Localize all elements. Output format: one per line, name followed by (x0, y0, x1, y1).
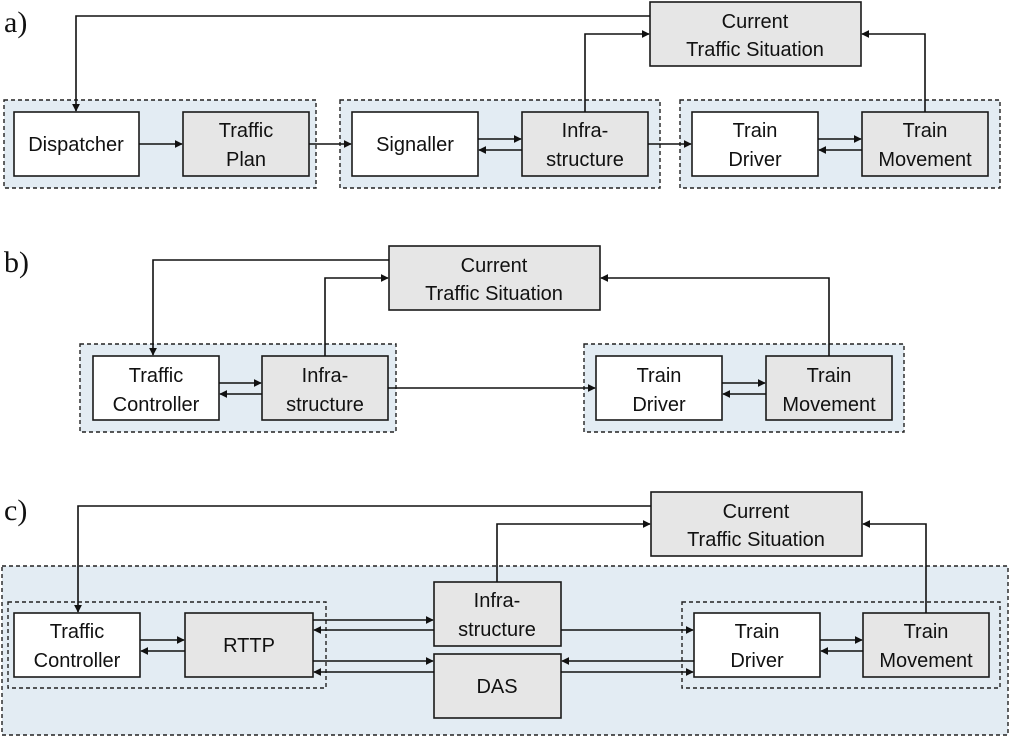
b-edge-movement-to-traffic (600, 274, 830, 356)
c-traffic-controller-line1: Traffic (50, 621, 104, 643)
c-infrastructure-box (433, 581, 562, 647)
a-traffic-plan-line2: Plan (226, 149, 266, 171)
b-infrastructure-box (261, 355, 389, 421)
b-train-movement-box (765, 355, 893, 421)
panel-b: b) Current Traffic Situation Traffic Con… (4, 245, 905, 433)
b-train-movement-line2: Movement (782, 394, 876, 416)
b-infrastructure-line1: Infra- (302, 365, 349, 387)
c-traffic-controller-box (13, 612, 141, 678)
b-train-driver-line2: Driver (632, 394, 686, 416)
a-train-movement-line2: Movement (878, 149, 972, 171)
a-infrastructure-box (521, 111, 649, 177)
c-edge-movement-to-traffic (862, 520, 927, 613)
a-traffic-plan-line1: Traffic (219, 120, 273, 142)
c-edge-traffic-to-controller (74, 505, 651, 613)
a-signaller-box (351, 111, 479, 177)
a-dispatcher-box (13, 111, 140, 177)
c-infrastructure-line1: Infra- (474, 590, 521, 612)
c-train-driver-box (693, 612, 821, 678)
a-edge-traffic-to-dispatcher (72, 15, 650, 112)
c-train-driver-line1: Train (735, 621, 780, 643)
panel-b-label: b) (4, 246, 29, 279)
b-traffic-controller-line1: Traffic (129, 365, 183, 387)
a-infrastructure-line1: Infra- (562, 120, 609, 142)
b-train-driver-line1: Train (637, 365, 682, 387)
b-train-driver-box (595, 355, 723, 421)
c-rttp-box (184, 612, 314, 678)
c-current-traffic-line2: Traffic Situation (687, 529, 825, 551)
c-train-movement-line1: Train (904, 621, 949, 643)
a-traffic-plan-box (182, 111, 310, 177)
c-rttp-label: RTTP (223, 635, 275, 657)
a-dispatcher-label: Dispatcher (28, 134, 124, 156)
c-train-movement-line2: Movement (879, 650, 973, 672)
a-edge-movement-to-traffic (861, 30, 926, 112)
a-current-traffic-line1: Current (722, 11, 789, 33)
a-train-driver-line1: Train (733, 120, 778, 142)
c-das-label: DAS (476, 676, 517, 698)
a-train-movement-line1: Train (903, 120, 948, 142)
a-current-traffic-line2: Traffic Situation (686, 39, 824, 61)
panel-c-label: c) (4, 494, 27, 527)
b-train-movement-line1: Train (807, 365, 852, 387)
c-traffic-controller-line2: Controller (34, 650, 121, 672)
panel-a-label: a) (4, 6, 27, 39)
a-current-traffic-box (649, 1, 862, 67)
b-edge-traffic-to-controller (149, 259, 389, 356)
c-infrastructure-line2: structure (458, 619, 536, 641)
c-edge-infra-to-traffic (496, 520, 651, 582)
a-train-movement-box (861, 111, 989, 177)
a-edge-infra-to-traffic (584, 30, 650, 112)
panel-a: a) Current Traffic Situation Dispatcher … (3, 1, 1001, 189)
a-signaller-label: Signaller (376, 134, 454, 156)
a-infrastructure-line2: structure (546, 149, 624, 171)
b-traffic-controller-box (92, 355, 220, 421)
c-das-box (433, 653, 562, 719)
c-train-driver-line2: Driver (730, 650, 784, 672)
b-current-traffic-line2: Traffic Situation (425, 283, 563, 305)
b-current-traffic-line1: Current (461, 255, 528, 277)
panel-c: c) Current Traffic Situation Traffic Con… (1, 491, 1009, 736)
c-current-traffic-line1: Current (723, 501, 790, 523)
b-edge-infra-to-traffic (324, 274, 389, 356)
b-current-traffic-box (388, 245, 601, 311)
a-train-driver-line2: Driver (728, 149, 782, 171)
c-current-traffic-box (650, 491, 863, 557)
b-infrastructure-line2: structure (286, 394, 364, 416)
b-traffic-controller-line2: Controller (113, 394, 200, 416)
a-train-driver-box (691, 111, 819, 177)
